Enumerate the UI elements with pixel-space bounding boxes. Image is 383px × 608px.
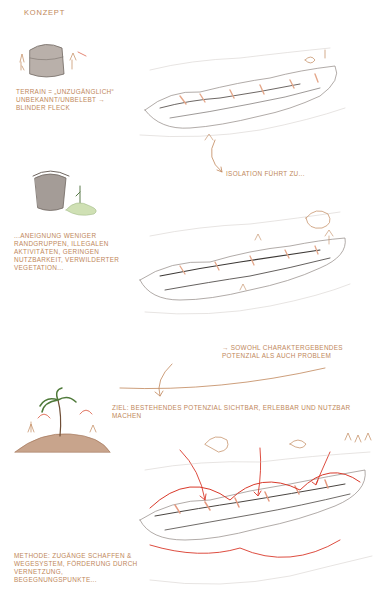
terrain-sketch-1 [140,48,345,140]
flow-arrow [120,368,325,389]
flow-arrow [159,364,172,396]
island-icon [15,388,110,452]
annotation-text: METHODE: ZUGÄNGE SCHAFFEN & WEGESYSTEM, … [14,552,139,584]
annotation-text: → SOWOHL CHARAKTERGEBENDES POTENZIAL ALS… [222,344,372,360]
annotation-text: ISOLATION FÜHRT ZU... [226,170,346,178]
arrow-head [155,391,163,396]
sheet-title: KONZEPT [24,8,65,17]
annotation-text: TERRAIN = „UNZUGÄNGLICH“ UNBEKANNT/UNBEL… [16,88,126,112]
rock-icon [20,44,86,77]
annotation-text: ZIEL: BESTEHENDES POTENZIAL SICHTBAR, ER… [112,404,374,420]
annotation-text: ...ANEIGNUNG WENIGER RANDGRUPPEN, ILLEGA… [14,232,134,272]
bin-icon [33,171,96,215]
terrain-sketch-3 [140,433,372,584]
flow-arrow [211,140,222,172]
terrain-sketch-2 [140,211,350,314]
arrow-head [217,167,222,172]
